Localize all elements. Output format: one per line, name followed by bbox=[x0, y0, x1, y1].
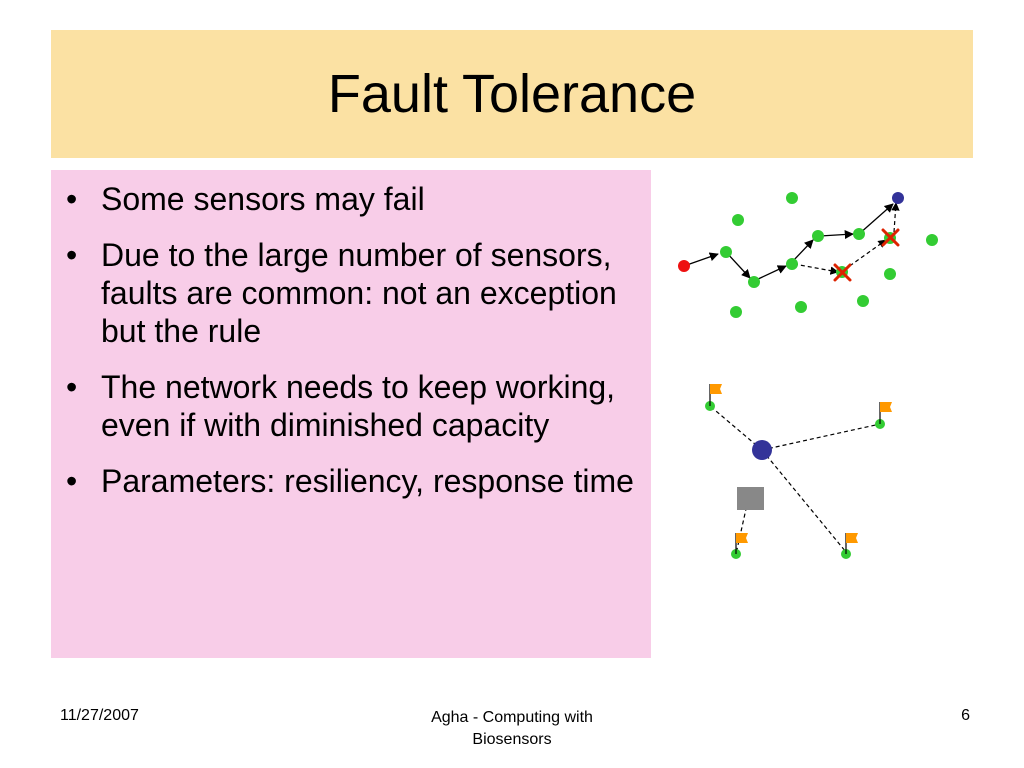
footer-date: 11/27/2007 bbox=[60, 707, 139, 724]
sensor-node bbox=[748, 276, 760, 288]
sensor-node bbox=[732, 214, 744, 226]
sensor-node bbox=[795, 301, 807, 313]
footer-title-line: Biosensors bbox=[472, 731, 552, 748]
star-network bbox=[705, 384, 892, 559]
sensor-node bbox=[812, 230, 824, 242]
path-edge bbox=[858, 203, 894, 235]
reroute-edge bbox=[793, 263, 839, 275]
bullet-dot-icon: • bbox=[66, 369, 78, 405]
flag-icon bbox=[709, 384, 722, 406]
bullet-dot-icon: • bbox=[66, 463, 78, 499]
bullet-text: Some sensors may fail bbox=[101, 181, 425, 217]
sensor-node bbox=[853, 228, 865, 240]
sensor-node bbox=[730, 306, 742, 318]
bullet-item: • Parameters: resiliency, response time bbox=[61, 462, 641, 500]
page-number: 6 bbox=[961, 707, 970, 724]
hub-node bbox=[752, 440, 772, 460]
bullet-text: Due to the large number of sensors, faul… bbox=[101, 237, 617, 349]
bullet-text: The network needs to keep working, even … bbox=[101, 369, 616, 443]
footer-title: Agha - Computing with Biosensors bbox=[380, 707, 644, 751]
sensor-node bbox=[720, 246, 732, 258]
reroute-edge bbox=[891, 202, 900, 233]
sensor-network-diagram bbox=[678, 192, 938, 559]
bullet-list: • Some sensors may fail • Due to the large… bbox=[61, 180, 641, 518]
bullet-text: Parameters: resiliency, response time bbox=[101, 463, 634, 499]
flag-icon bbox=[735, 533, 748, 554]
bullet-dot-icon: • bbox=[66, 181, 78, 217]
link-edge bbox=[761, 423, 881, 451]
sensor-node bbox=[786, 258, 798, 270]
sink-node bbox=[892, 192, 904, 204]
path-edge bbox=[683, 252, 719, 267]
flag-icon bbox=[879, 402, 892, 424]
path-edge bbox=[819, 229, 854, 240]
sensor-node bbox=[786, 192, 798, 204]
content-box: • Some sensors may fail • Due to the large… bbox=[51, 170, 651, 658]
sensor-node bbox=[884, 268, 896, 280]
bullet-item: • Some sensors may fail bbox=[61, 180, 641, 218]
path-edge bbox=[755, 265, 787, 281]
link-edge bbox=[761, 449, 847, 553]
title-box: Fault Tolerance bbox=[51, 30, 973, 158]
sensor-node bbox=[857, 295, 869, 307]
bullet-item: • The network needs to keep working, even… bbox=[61, 368, 641, 444]
sensor-nodes bbox=[678, 192, 938, 318]
footer-title-line: Agha - Computing with bbox=[431, 709, 593, 726]
link-edge bbox=[709, 405, 763, 451]
failure-mark-icon bbox=[833, 228, 900, 282]
bullet-dot-icon: • bbox=[66, 237, 78, 273]
flag-icon bbox=[845, 533, 858, 554]
slide-title: Fault Tolerance bbox=[327, 64, 697, 124]
source-node bbox=[678, 260, 690, 272]
sensor-node bbox=[926, 234, 938, 246]
path-edge bbox=[791, 239, 814, 263]
failed-node bbox=[737, 487, 764, 510]
bullet-item: • Due to the large number of sensors, fau… bbox=[61, 236, 641, 350]
